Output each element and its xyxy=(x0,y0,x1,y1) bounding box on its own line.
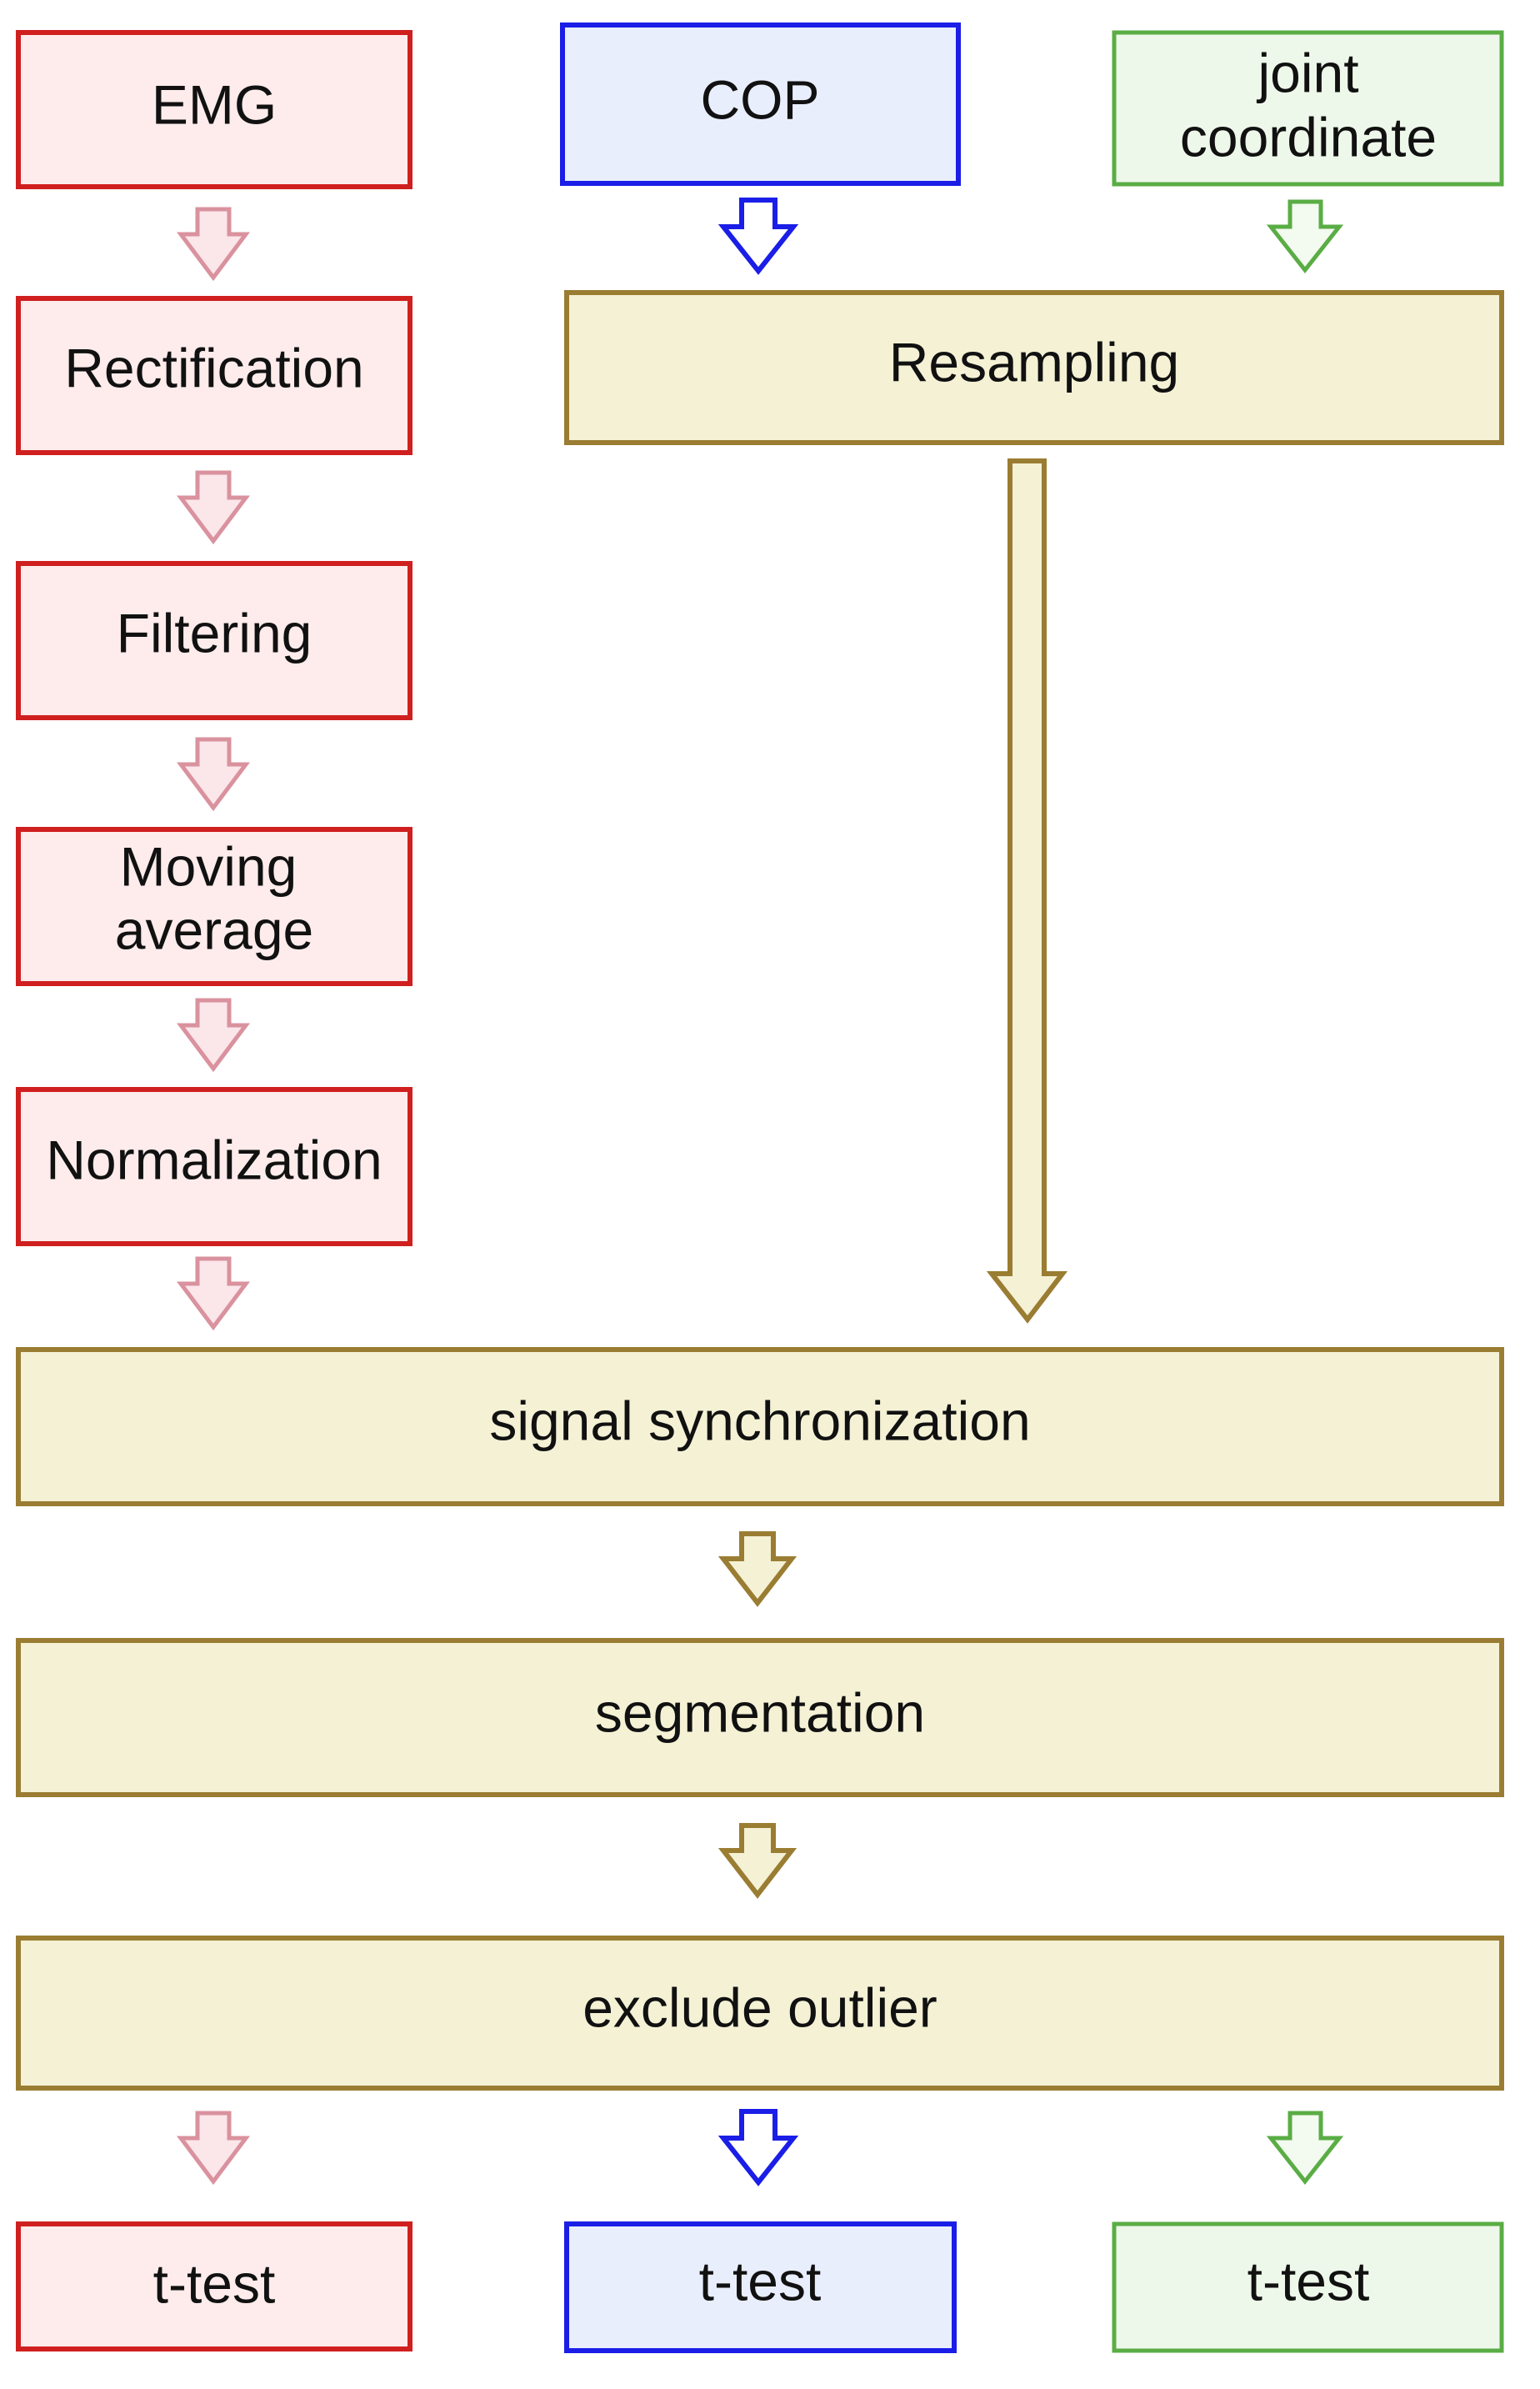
exclude-outlier-node: exclude outlier xyxy=(16,1936,1504,2091)
cop-node: COP xyxy=(560,23,961,186)
cop-label: COP xyxy=(700,68,819,130)
resampling-node: Resampling xyxy=(564,290,1504,445)
ttest-cop-label: t-test xyxy=(699,2250,822,2311)
arrow-down-icon xyxy=(718,198,799,275)
arrow-down-icon xyxy=(177,2111,250,2186)
filtering-node: Filtering xyxy=(16,561,412,720)
rectification-label: Rectification xyxy=(64,337,364,398)
segmentation-label: segmentation xyxy=(595,1681,925,1743)
segmentation-node: segmentation xyxy=(16,1638,1504,1797)
filtering-label: Filtering xyxy=(117,602,312,664)
joint-label-line2: coordinate xyxy=(1180,106,1437,168)
resampling-label: Resampling xyxy=(889,331,1180,393)
moving-average-label-line2: average xyxy=(115,899,314,960)
normalization-node: Normalization xyxy=(16,1087,412,1246)
moving-average-label-line1: Moving xyxy=(120,835,298,897)
ttest-emg-node: t-test xyxy=(16,2221,412,2351)
arrow-down-icon xyxy=(1266,199,1344,274)
arrow-down-icon xyxy=(177,207,250,282)
emg-node: EMG xyxy=(16,30,412,189)
rectification-node: Rectification xyxy=(16,296,412,455)
exclude-outlier-label: exclude outlier xyxy=(582,1976,938,2038)
signal-synchronization-label: signal synchronization xyxy=(489,1390,1030,1451)
arrow-down-icon xyxy=(718,1531,798,1607)
ttest-joint-node: t-test xyxy=(1112,2221,1504,2353)
joint-coordinate-node: joint coordinate xyxy=(1112,30,1504,187)
normalization-label: Normalization xyxy=(46,1129,382,1190)
ttest-emg-label: t-test xyxy=(153,2252,276,2314)
moving-average-node: Moving average xyxy=(16,827,412,986)
joint-label-line1: joint xyxy=(1256,42,1358,103)
long-arrow-down-icon xyxy=(986,458,1068,1324)
arrow-down-icon xyxy=(177,998,250,1073)
arrow-down-icon xyxy=(177,737,250,812)
arrow-down-icon xyxy=(718,2109,799,2186)
signal-synchronization-node: signal synchronization xyxy=(16,1347,1504,1506)
ttest-cop-node: t-test xyxy=(564,2221,957,2353)
arrow-down-icon xyxy=(1266,2111,1344,2186)
ttest-joint-label: t-test xyxy=(1248,2250,1370,2311)
emg-label: EMG xyxy=(152,73,277,135)
arrow-down-icon xyxy=(718,1823,798,1899)
arrow-down-icon xyxy=(177,1256,250,1331)
arrow-down-icon xyxy=(177,470,250,545)
